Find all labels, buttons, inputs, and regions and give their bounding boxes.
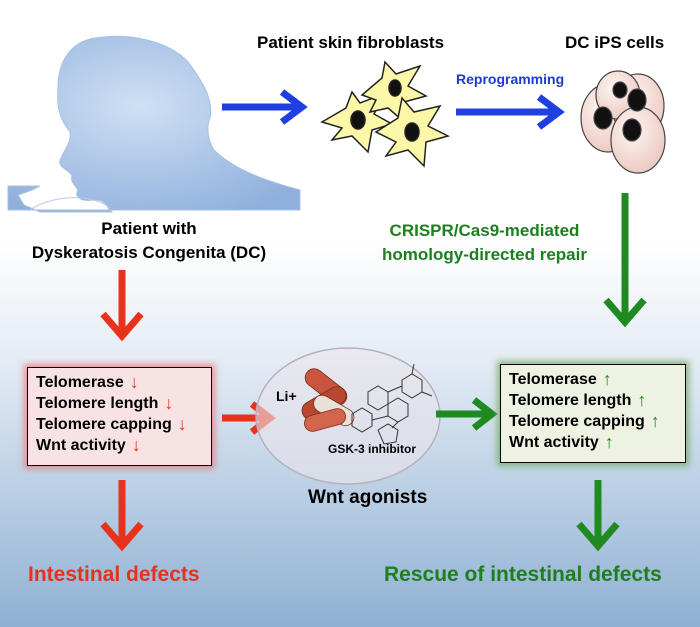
arrow-patient-down [100, 270, 144, 342]
list-item: Telomerase ↓ [36, 372, 211, 393]
arrow-crispr-down [603, 193, 647, 328]
list-item: Wnt activity ↓ [36, 435, 211, 456]
item-label: Wnt activity [36, 437, 126, 454]
list-item: Telomere capping ↓ [36, 414, 211, 435]
up-arrow-icon: ↑ [602, 369, 612, 389]
fibroblasts-label: Patient skin fibroblasts [257, 33, 445, 52]
fibroblast-cells-icon [320, 60, 451, 168]
patient-label-line2: Dyskeratosis Congenita (DC) [31, 243, 267, 262]
rescued-phenotype-box: Telomerase ↑ Telomere length ↑ Telomere … [500, 364, 686, 463]
list-item: Telomerase ↑ [509, 369, 685, 390]
up-arrow-icon: ↑ [650, 411, 660, 431]
lithium-label: Li+ [276, 388, 297, 404]
ips-cells-label: DC iPS cells [565, 33, 665, 52]
item-label: Wnt activity [509, 434, 599, 451]
arrow-reprogramming [456, 94, 565, 130]
wnt-agonists-label: Wnt agonists [308, 487, 428, 508]
up-arrow-icon: ↑ [637, 390, 647, 410]
intestinal-defects-label: Intestinal defects [28, 563, 200, 586]
crispr-label-line2: homology-directed repair [382, 245, 587, 264]
arrow-patient-to-fibroblasts [222, 89, 308, 125]
rescue-label: Rescue of intestinal defects [384, 563, 662, 586]
crispr-label: CRISPR/Cas9-mediated homology-directed r… [352, 219, 617, 267]
item-label: Telomere length [36, 395, 159, 412]
down-arrow-icon: ↓ [177, 414, 187, 434]
item-label: Telomerase [509, 371, 597, 388]
patient-silhouette-icon [7, 35, 301, 213]
down-arrow-icon: ↓ [131, 435, 141, 455]
down-arrow-icon: ↓ [129, 372, 139, 392]
gsk3-inhibitor-label: GSK-3 inhibitor [328, 442, 416, 456]
item-label: Telomere capping [509, 413, 645, 430]
ips-cells-icon [580, 70, 666, 174]
dc-phenotype-box: Telomerase ↓ Telomere length ↓ Telomere … [27, 367, 212, 466]
list-item: Wnt activity ↑ [509, 432, 685, 453]
crispr-label-line1: CRISPR/Cas9-mediated [389, 221, 580, 240]
gsk3-molecule-icon [351, 363, 433, 445]
down-arrow-icon: ↓ [164, 393, 174, 413]
item-label: Telomere capping [36, 416, 172, 433]
arrow-to-rescue [576, 480, 620, 552]
lithium-pills-icon [301, 368, 355, 432]
reprogramming-label: Reprogramming [456, 71, 565, 87]
arrow-agonists-to-rescue [436, 397, 498, 431]
up-arrow-icon: ↑ [604, 432, 614, 452]
list-item: Telomere length ↓ [36, 393, 211, 414]
patient-label-line1: Patient with [101, 219, 197, 238]
arrow-to-intestinal-defects [100, 480, 144, 552]
list-item: Telomere length ↑ [509, 390, 685, 411]
patient-label: Patient with Dyskeratosis Congenita (DC) [4, 217, 294, 265]
list-item: Telomere capping ↑ [509, 411, 685, 432]
item-label: Telomerase [36, 374, 124, 391]
item-label: Telomere length [509, 392, 632, 409]
